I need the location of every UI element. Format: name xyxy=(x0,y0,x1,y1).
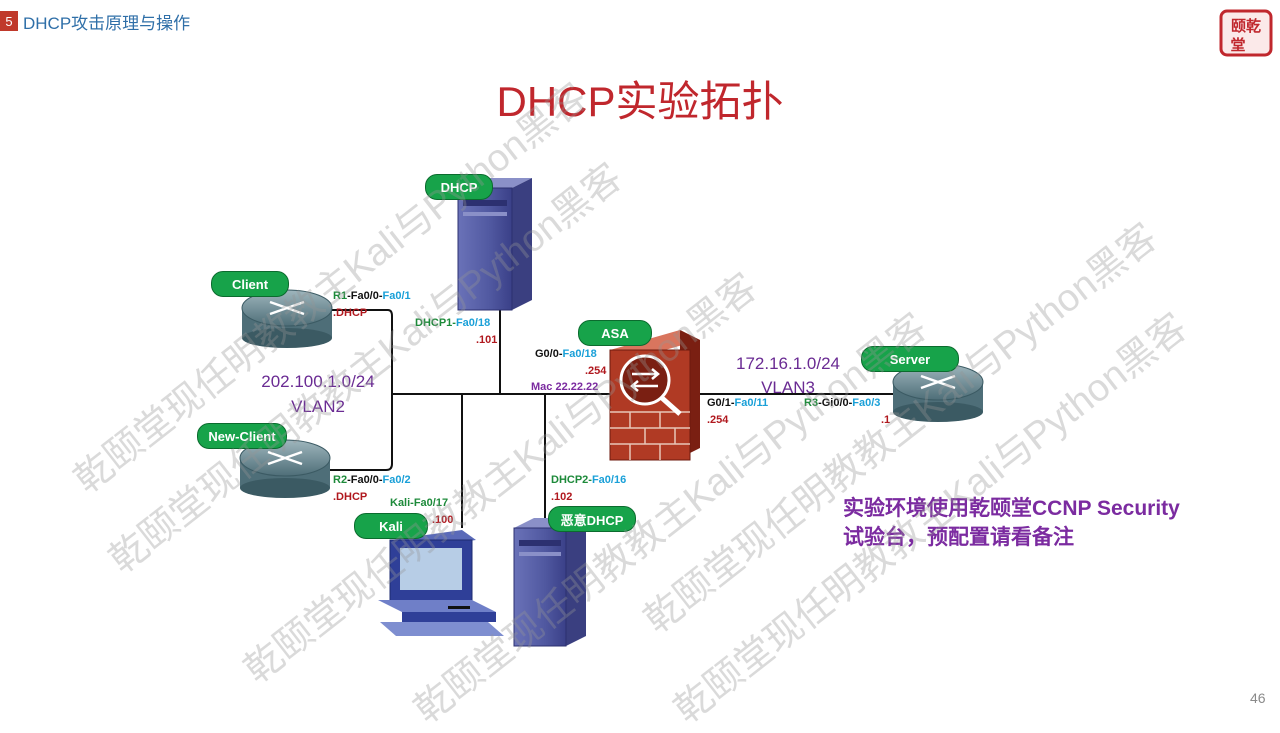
device-label-server: Server xyxy=(861,346,959,372)
asa-firewall-icon xyxy=(609,330,700,461)
right-subnet-label: 172.16.1.0/24 xyxy=(736,354,840,373)
section-number: 5 xyxy=(0,11,18,31)
asa-g1-ip-label: .254 xyxy=(707,414,729,426)
dhcp1-ip-label: .101 xyxy=(476,334,498,346)
svg-text:颐乾: 颐乾 xyxy=(1231,17,1261,35)
left-vlan-label: VLAN2 xyxy=(291,397,345,416)
server-router-icon xyxy=(892,363,984,422)
device-label-new-client: New-Client xyxy=(197,423,287,449)
lab-note: 实验环境使用乾颐堂CCNP Security试验台，预配置请看备注 xyxy=(843,497,1180,549)
kali-interface-label: Kali-Fa0/17 xyxy=(390,497,449,509)
slide-header: 5 DHCP攻击原理与操作 xyxy=(0,8,190,34)
new-client-router-icon xyxy=(239,439,331,498)
rogue-dhcp-server-icon xyxy=(513,518,586,647)
device-label-kali: Kali xyxy=(354,513,428,539)
device-label-asa: ASA xyxy=(578,320,652,346)
kali-ip-label: .100 xyxy=(432,514,454,526)
dhcp1-interface-label: DHCP1-Fa0/18 xyxy=(415,317,491,329)
asa-mac-label: Mac 22.22.22 xyxy=(531,381,599,393)
dhcp2-ip-label: .102 xyxy=(551,491,573,503)
device-label-client: Client xyxy=(211,271,289,297)
asa-g0-ip-label: .254 xyxy=(585,365,607,377)
right-vlan-label: VLAN3 xyxy=(761,378,815,397)
slide-title: DHCP实验拓扑 xyxy=(496,78,784,125)
dhcp2-interface-label: DHCP2-Fa0/16 xyxy=(551,474,627,486)
logo-seal: 颐乾 堂 xyxy=(1218,8,1274,60)
asa-g1-interface-label: G0/1-Fa0/11 xyxy=(707,397,769,409)
kali-pc-icon xyxy=(378,530,504,636)
r1-ip-label: .DHCP xyxy=(333,307,368,319)
dhcp-server-icon xyxy=(457,178,532,311)
r2-interface-label: R2-Fa0/0-Fa0/2 xyxy=(333,474,411,486)
client-router-icon xyxy=(241,289,333,348)
left-subnet-label: 202.100.1.0/24 xyxy=(261,372,375,391)
svg-text:堂: 堂 xyxy=(1230,36,1245,54)
r1-interface-label: R1-Fa0/0-Fa0/1 xyxy=(333,290,411,302)
device-label-dhcp: DHCP xyxy=(425,174,493,200)
device-label-rogue-dhcp: 恶意DHCP xyxy=(548,506,636,532)
page-number: 46 xyxy=(1250,690,1266,706)
r3-interface-label: R3-Gi0/0-Fa0/3 xyxy=(804,397,881,409)
link-clients-switch xyxy=(330,309,393,471)
asa-g0-interface-label: G0/0-Fa0/18 xyxy=(535,348,597,360)
section-title: DHCP攻击原理与操作 xyxy=(23,13,191,33)
r3-ip-label: .1 xyxy=(881,414,891,426)
r2-ip-label: .DHCP xyxy=(333,491,368,503)
